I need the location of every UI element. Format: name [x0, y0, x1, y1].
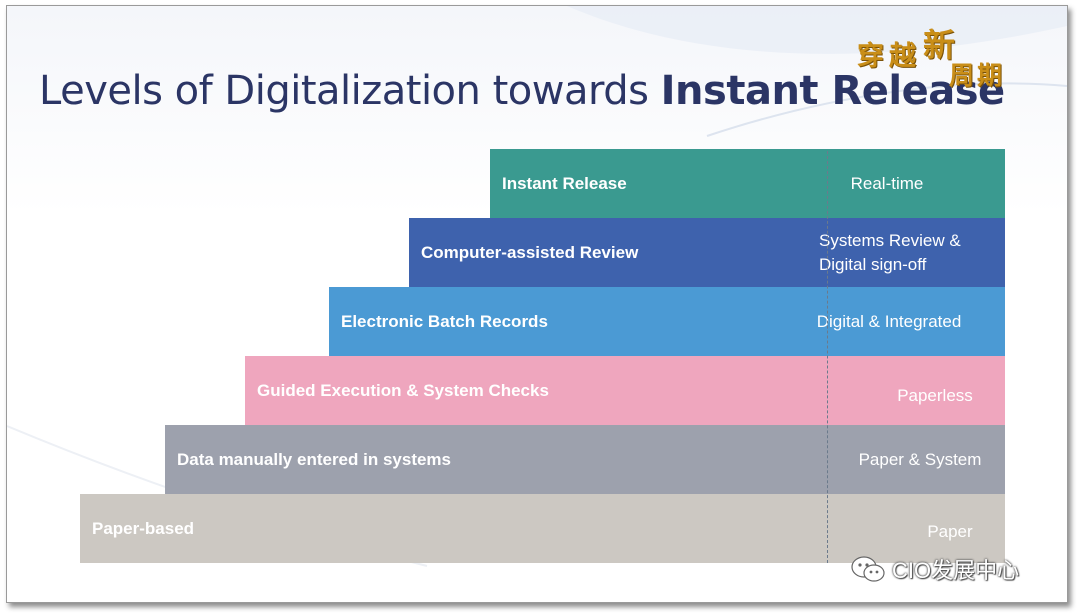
brand-logo: 穿 越 新 周 期: [855, 18, 1005, 98]
level-value: Paper & System: [858, 449, 982, 469]
level-data-manually-entered: Data manually entered in systems Paper &…: [165, 425, 1005, 494]
level-value: Paperless: [897, 386, 973, 406]
level-electronic-batch-records: Electronic Batch Records Digital & Integ…: [329, 287, 1005, 356]
level-value: Digital & Integrated: [816, 311, 962, 331]
logo-char-5: 期: [977, 61, 1003, 90]
logo-char-1: 穿: [857, 41, 884, 72]
level-label: Electronic Batch Records: [341, 311, 548, 331]
level-label: Guided Execution & System Checks: [257, 380, 549, 400]
level-paper-based: Paper-based Paper: [80, 494, 1005, 563]
level-computer-assisted-review: Computer-assisted Review Systems Review …: [409, 218, 1005, 287]
watermark-text: CIO发展中心: [892, 558, 1020, 583]
slide: Levels of Digitalization towards Instant…: [6, 5, 1068, 603]
logo-char-2: 越: [889, 41, 916, 72]
divider-line: [827, 151, 828, 563]
level-value: Systems Review & Digital sign-off: [819, 230, 961, 274]
level-guided-execution: Guided Execution & System Checks Paperle…: [245, 356, 1005, 425]
title-regular: Levels of Digitalization towards: [39, 68, 661, 114]
watermark: CIO发展中心: [850, 554, 1019, 584]
wechat-icon: [851, 556, 885, 582]
title-bold: Instant Release: [660, 68, 1006, 114]
level-value: Real-time: [850, 173, 924, 193]
level-label: Data manually entered in systems: [177, 449, 452, 469]
logo-char-4: 周: [949, 61, 975, 90]
level-instant-release: Instant Release Real-time: [490, 149, 1005, 218]
logo-char-3: 新: [923, 26, 956, 64]
level-label: Computer-assisted Review: [421, 242, 639, 262]
level-label: Paper-based: [92, 518, 195, 538]
level-value: Paper: [927, 521, 973, 541]
level-label: Instant Release: [502, 173, 627, 193]
slide-title: Levels of Digitalization towards Instant…: [39, 68, 1005, 114]
